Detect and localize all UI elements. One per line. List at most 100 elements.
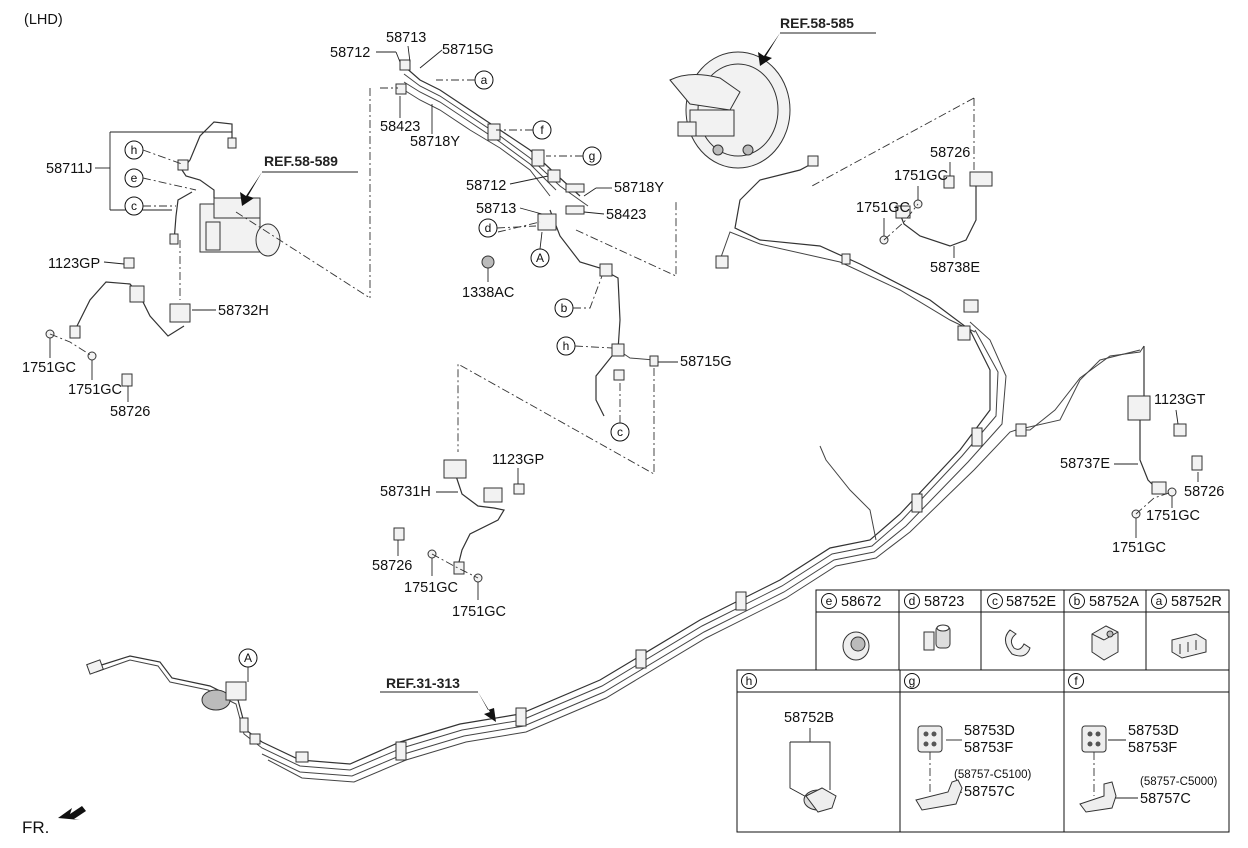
callout-1751GC-m2: 1751GC [452, 604, 506, 620]
callout-58712-mid: 58712 [466, 178, 506, 194]
callout-f-top: f [496, 120, 552, 140]
svg-text:A: A [536, 251, 544, 265]
callout-58731H: 58731H [380, 484, 431, 500]
legend-cell-h: h 58752B [741, 673, 837, 813]
callout-58726-r: 58726 [1184, 484, 1224, 500]
clip-a-icon [1171, 633, 1207, 659]
svg-text:58757C: 58757C [1140, 791, 1191, 807]
top-center-pipes [395, 59, 659, 417]
callout-1751GC-tr1: 1751GC [894, 168, 948, 184]
legend-table [736, 589, 1230, 833]
clip-h-icon [803, 787, 837, 813]
svg-text:d: d [909, 594, 916, 608]
svg-text:58723: 58723 [924, 594, 964, 610]
callout-1123GT: 1123GT [1154, 392, 1205, 408]
svg-text:58672: 58672 [841, 594, 881, 610]
svg-text:g: g [589, 149, 596, 163]
bracket-g-icon [915, 779, 963, 811]
svg-text:e: e [826, 594, 833, 608]
legend-cell-c: c 58752E [987, 593, 1056, 657]
top-right-hose [879, 171, 993, 247]
callout-c-left: c [124, 196, 176, 216]
callout-1751GC-tr2: 1751GC [856, 200, 910, 216]
callout-c-mid: c [610, 382, 630, 442]
svg-text:f: f [540, 123, 544, 137]
front-label: FR. [22, 818, 49, 837]
callout-58718Y-right: 58718Y [614, 180, 664, 196]
svg-text:58752A: 58752A [1089, 594, 1139, 610]
callout-h-mid: h [556, 336, 613, 356]
svg-text:e: e [131, 171, 138, 185]
callout-b-mid: b [554, 275, 603, 318]
callout-1123GP-left: 1123GP [48, 256, 100, 272]
fuel-ref-label: REF.31-313 [386, 675, 460, 691]
callout-g-top: g [546, 146, 602, 166]
legend-cell-e: e 58672 [821, 593, 881, 661]
svg-text:58753D: 58753D [1128, 723, 1179, 739]
clip-g-icon [917, 725, 943, 753]
svg-text:g: g [909, 674, 916, 688]
fuel-ref-arrow-icon [478, 692, 496, 722]
callout-1751GC-r2: 1751GC [1112, 540, 1166, 556]
booster-ref-arrow-icon [758, 33, 780, 66]
legend-cell-a: a 58752R [1151, 593, 1222, 659]
svg-text:h: h [746, 674, 753, 688]
bracket-f-icon [1079, 781, 1117, 813]
legend-cell-f: f 58753D 58753F (58757-C5000) 58757C [1068, 673, 1218, 813]
grommet-icon [842, 631, 870, 661]
svg-text:b: b [1074, 594, 1081, 608]
svg-text:d: d [485, 221, 492, 235]
callout-58738E: 58738E [930, 260, 980, 276]
svg-text:58757C: 58757C [964, 784, 1015, 800]
svg-text:58752R: 58752R [1171, 594, 1222, 610]
svg-text:a: a [481, 73, 488, 87]
abs-ref-arrow-icon [240, 172, 262, 206]
callout-58711J: 58711J [46, 161, 93, 177]
svg-text:c: c [617, 425, 623, 439]
svg-text:58752E: 58752E [1006, 594, 1056, 610]
callout-1751GC-l2: 1751GC [68, 382, 122, 398]
svg-text:A: A [244, 651, 252, 665]
callout-1338AC: 1338AC [462, 285, 514, 301]
abs-ref-label: REF.58-589 [264, 153, 338, 169]
svg-text:h: h [131, 143, 138, 157]
middle-hose [393, 459, 525, 583]
legend-cell-b: b 58752A [1069, 593, 1139, 661]
callout-58732H: 58732H [218, 303, 269, 319]
callout-1751GC-l1: 1751GC [22, 360, 76, 376]
callout-58726-left: 58726 [110, 404, 150, 420]
callout-1123GP-mid: 1123GP [492, 452, 544, 468]
svg-text:a: a [1156, 594, 1163, 608]
callout-1751GC-r1: 1751GC [1146, 508, 1200, 524]
callout-58712-top: 58712 [330, 45, 370, 61]
clip-c-icon [1005, 629, 1031, 657]
callout-a-top: a [436, 70, 494, 90]
svg-text:(58757-C5100): (58757-C5100) [954, 769, 1032, 781]
callout-58726-tr: 58726 [930, 145, 970, 161]
svg-text:h: h [563, 339, 570, 353]
svg-text:58753F: 58753F [1128, 740, 1177, 756]
svg-text:c: c [131, 199, 137, 213]
callout-58423-right: 58423 [606, 207, 646, 223]
clip-d-icon [923, 624, 951, 651]
callout-58737E: 58737E [1060, 456, 1110, 472]
lhd-label: (LHD) [24, 12, 63, 28]
clip-b-icon [1091, 625, 1119, 661]
right-hose [1127, 346, 1203, 519]
callout-A-bottom: A [238, 648, 258, 682]
legend-cell-d: d 58723 [904, 593, 964, 651]
legend-cell-g: g 58753D 58753F (58757-C5100) 58757C [904, 673, 1032, 811]
front-left-hose [45, 257, 191, 387]
callout-58715G-top: 58715G [442, 42, 494, 58]
callout-58423-top: 58423 [380, 119, 420, 135]
abs-module [199, 197, 281, 257]
callout-e-left: e [124, 168, 197, 191]
callout-58713-mid: 58713 [476, 201, 516, 217]
callout-1751GC-m1: 1751GC [404, 580, 458, 596]
callout-A-top: A [530, 231, 550, 268]
svg-text:b: b [561, 301, 568, 315]
svg-text:58753D: 58753D [964, 723, 1015, 739]
callout-d: d [478, 218, 537, 238]
main-brake-pipe-bundle [86, 155, 1145, 783]
